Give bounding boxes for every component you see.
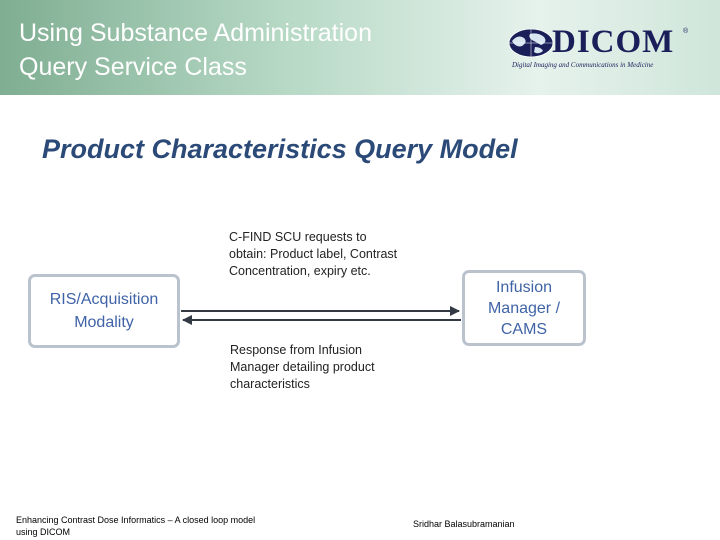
response-note: Response from Infusion Manager detailing… xyxy=(230,343,375,391)
right-node-label: Infusion Manager / CAMS xyxy=(487,278,561,338)
globe-icon xyxy=(508,28,554,58)
infusion-manager-node: Infusion Manager / CAMS xyxy=(462,270,586,346)
footer-author: Sridhar Balasubramanian xyxy=(413,519,515,529)
logo-trademark: ® xyxy=(683,28,689,35)
header-title: Using Substance Administration Query Ser… xyxy=(19,16,459,84)
ris-acquisition-modality-node: RIS/Acquisition Modality xyxy=(28,274,180,348)
header-banner: Using Substance Administration Query Ser… xyxy=(0,0,720,95)
logo-wordmark: DICOM xyxy=(552,24,675,60)
header-title-line1: Using Substance Administration xyxy=(19,19,372,47)
left-node-label: RIS/Acquisition Modality xyxy=(49,291,159,331)
header-title-line2: Query Service Class xyxy=(19,53,247,81)
footer-presentation-title: Enhancing Contrast Dose Informatics – A … xyxy=(16,515,256,537)
slide-title: Product Characteristics Query Model xyxy=(42,134,518,164)
request-note: C-FIND SCU requests to obtain: Product l… xyxy=(229,230,398,278)
dicom-logo: DICOM ® Digital Imaging and Communicatio… xyxy=(508,22,694,72)
logo-tagline: Digital Imaging and Communications in Me… xyxy=(512,61,654,69)
